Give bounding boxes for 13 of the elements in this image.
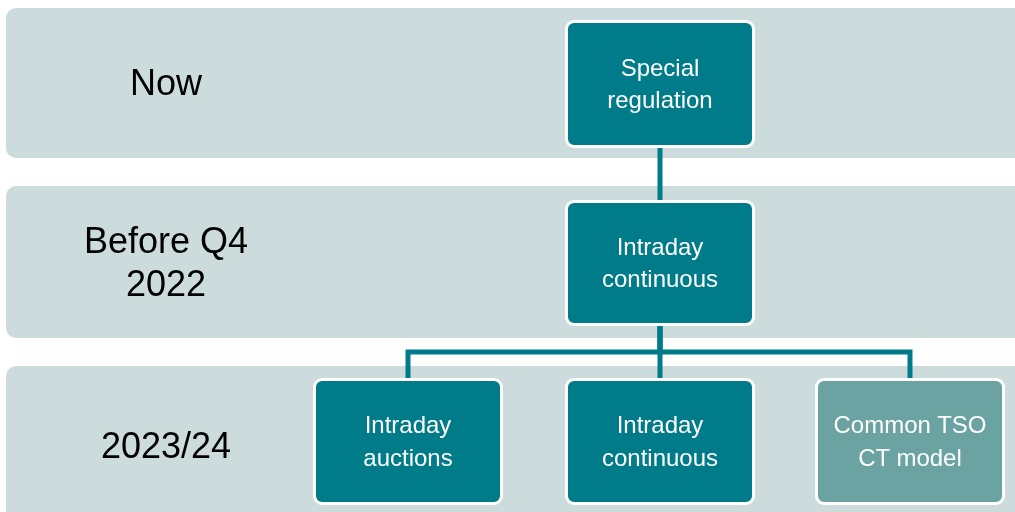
timeline-band	[6, 8, 1015, 158]
period-label: Now	[129, 61, 203, 106]
process-box: Intraday continuous	[565, 378, 755, 505]
timeline-band	[6, 186, 1015, 338]
period-label: Before Q4 2022	[82, 218, 250, 306]
process-box: Common TSO CT model	[815, 378, 1005, 505]
connector-line	[657, 148, 663, 200]
process-box: Intraday auctions	[313, 378, 503, 505]
connector-line	[657, 326, 913, 378]
process-box: Intraday continuous	[565, 200, 755, 326]
period-label: 2023/24	[99, 424, 233, 469]
process-box: Special regulation	[565, 20, 755, 148]
timeline-band	[6, 366, 1015, 512]
